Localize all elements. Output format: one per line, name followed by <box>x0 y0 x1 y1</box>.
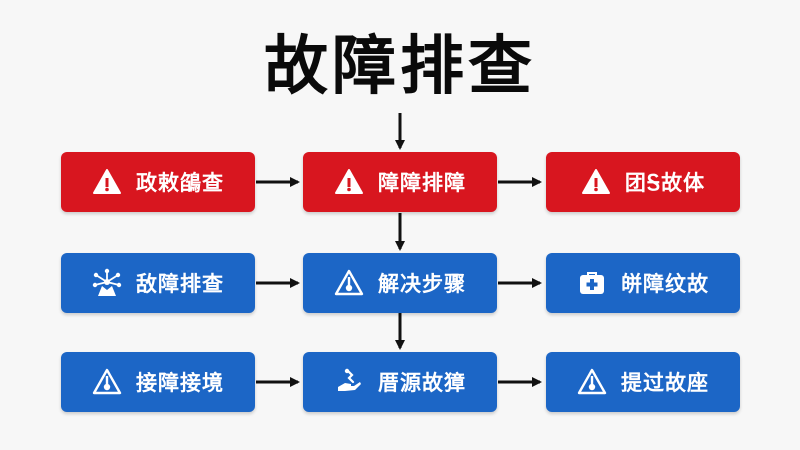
warning-icon <box>334 167 364 197</box>
node-r2c3[interactable]: 皏障纹故 <box>546 253 740 313</box>
key-warning-icon <box>334 268 364 298</box>
node-r3c1[interactable]: 接障接境 <box>61 352 255 412</box>
key-warning-icon <box>92 367 122 397</box>
node-label: 厝源故獐 <box>378 371 466 395</box>
node-r1c3[interactable]: 团Ꭶ故体 <box>546 152 740 212</box>
node-r1c2[interactable]: 障障排障 <box>303 152 497 212</box>
node-r2c1[interactable]: 敌障排查 <box>61 253 255 313</box>
node-r1c1[interactable]: 政敕鵮查 <box>61 152 255 212</box>
node-label: 障障排障 <box>378 171 466 195</box>
network-hub-icon <box>92 268 122 298</box>
warning-icon <box>581 167 611 197</box>
node-label: 皏障纹故 <box>621 272 709 296</box>
node-label: 提过故座 <box>621 371 709 395</box>
node-r3c2[interactable]: 厝源故獐 <box>303 352 497 412</box>
node-r2c2[interactable]: 解决步骤 <box>303 253 497 313</box>
key-warning-icon <box>577 367 607 397</box>
node-label: 接障接境 <box>136 371 224 395</box>
page-title: 故障排查 <box>264 30 536 104</box>
node-label: 政敕鵮查 <box>136 171 224 195</box>
warning-icon <box>92 167 122 197</box>
node-label: 敌障排查 <box>136 272 224 296</box>
first-aid-kit-icon <box>577 268 607 298</box>
node-label: 团Ꭶ故体 <box>624 171 706 195</box>
node-label: 解决步骤 <box>378 272 466 296</box>
hand-tool-icon <box>334 367 364 397</box>
node-r3c3[interactable]: 提过故座 <box>546 352 740 412</box>
